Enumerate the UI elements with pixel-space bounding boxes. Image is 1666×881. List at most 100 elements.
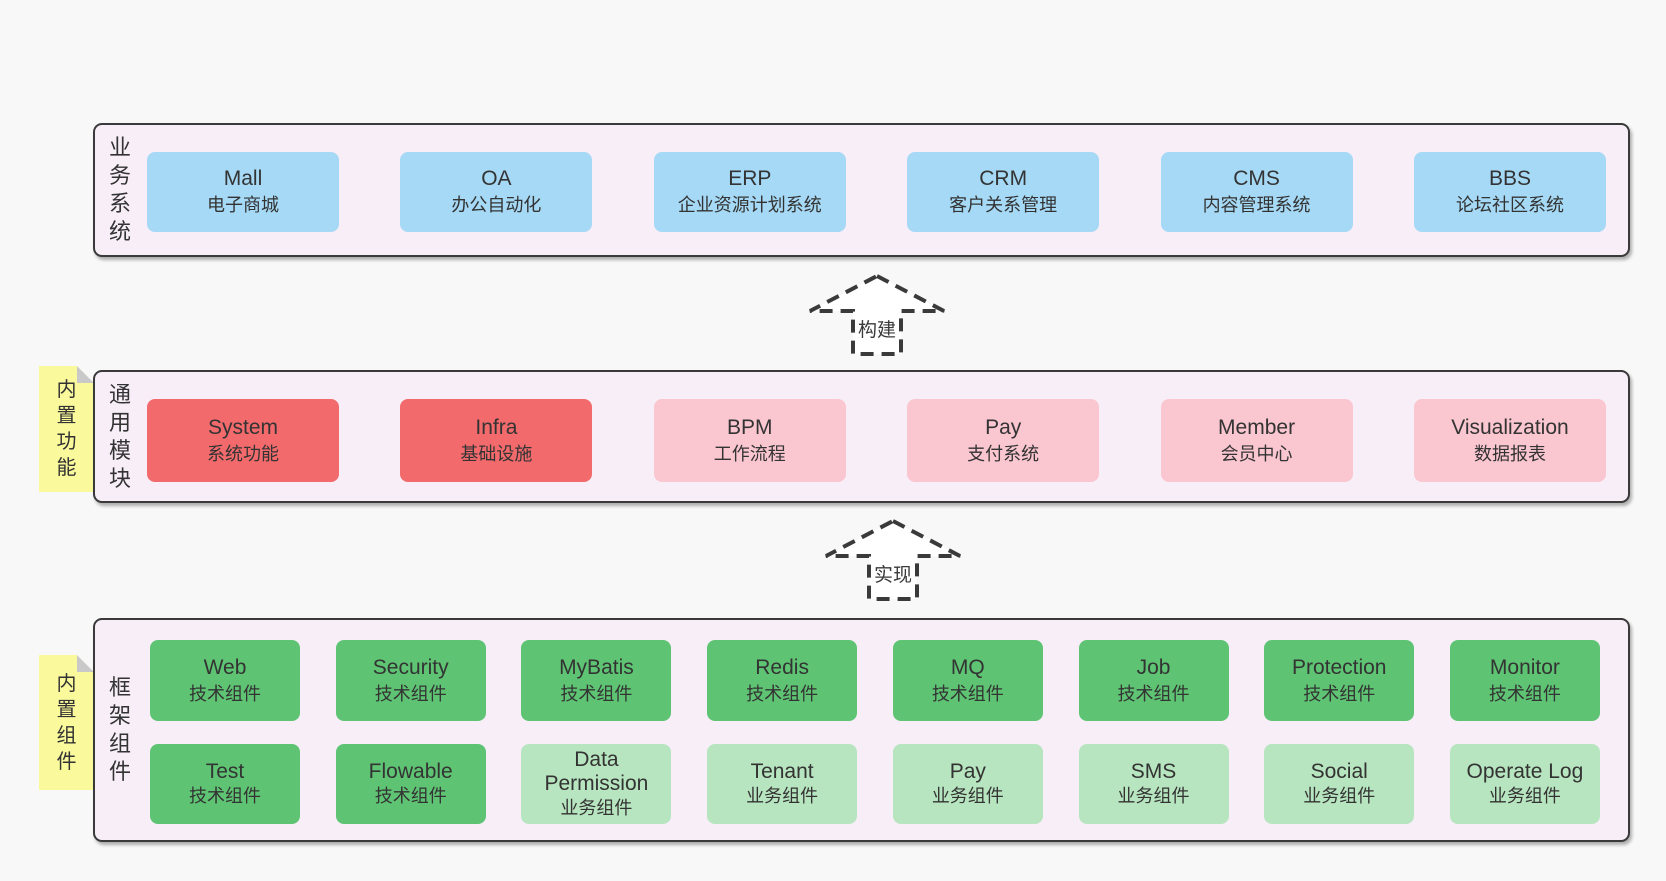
box-title: Security — [372, 655, 449, 679]
box-title: CRM — [979, 167, 1028, 190]
box-subtitle: 技术组件 — [1488, 683, 1561, 704]
box-title: SMS — [1130, 760, 1177, 783]
box-subtitle: 工作流程 — [713, 443, 786, 464]
box-subtitle: 技术组件 — [374, 683, 447, 704]
modules-boxes-row: System 系统功能 Infra 基础设施 BPM 工作流程 Pay 支付系统… — [147, 399, 1606, 482]
box-cms: CMS 内容管理系统 — [1160, 152, 1353, 232]
tag-label: 内置组件 — [56, 672, 77, 773]
box-title: Protection — [1291, 655, 1387, 679]
box-title: Tenant — [750, 760, 814, 783]
box-title: Web — [203, 655, 247, 679]
box-visualization: Visualization 数据报表 — [1413, 399, 1606, 482]
box-social: Social 业务组件 — [1264, 744, 1415, 824]
box-title: BPM — [727, 415, 773, 439]
box-subtitle: 客户关系管理 — [949, 195, 1058, 215]
box-subtitle: 业务组件 — [746, 786, 819, 806]
box-subtitle: 会员中心 — [1220, 443, 1293, 464]
box-test: Test 技术组件 — [150, 744, 300, 824]
box-pay-component: Pay 业务组件 — [892, 744, 1043, 824]
box-title: Redis — [755, 655, 809, 679]
box-subtitle: 技术组件 — [374, 786, 447, 806]
box-title: Monitor — [1489, 655, 1560, 679]
box-title: Flowable — [368, 760, 453, 783]
box-bpm: BPM 工作流程 — [653, 399, 846, 482]
box-subtitle: 业务组件 — [931, 786, 1004, 806]
box-subtitle: 电子商城 — [207, 195, 279, 215]
box-title: MyBatis — [559, 655, 634, 679]
box-tenant: Tenant 业务组件 — [707, 744, 858, 824]
box-subtitle: 技术组件 — [189, 683, 261, 704]
box-title: Pay — [949, 760, 986, 783]
box-security: Security 技术组件 — [335, 640, 486, 721]
box-title: ERP — [728, 167, 772, 190]
box-subtitle: 论坛社区系统 — [1455, 195, 1564, 215]
arrow-up-build: 构建 — [807, 273, 947, 356]
panel-label-components: 框架组件 — [108, 675, 131, 784]
box-title: Member — [1218, 415, 1296, 439]
box-crm: CRM 客户关系管理 — [907, 152, 1100, 232]
box-title: Data Permission — [544, 748, 649, 795]
box-protection: Protection 技术组件 — [1264, 640, 1415, 721]
box-subtitle: 业务组件 — [1488, 786, 1561, 806]
box-subtitle: 技术组件 — [560, 683, 633, 704]
box-erp: ERP 企业资源计划系统 — [653, 152, 846, 232]
box-title: Job — [1136, 655, 1171, 679]
box-member: Member 会员中心 — [1160, 399, 1353, 482]
box-title: Social — [1310, 760, 1368, 783]
components-row-1: Web 技术组件 Security 技术组件 MyBatis 技术组件 Redi… — [150, 640, 1600, 721]
box-system: System 系统功能 — [147, 399, 339, 482]
arrow-up-implement: 实现 — [823, 518, 963, 601]
box-subtitle: 基础设施 — [460, 443, 533, 464]
components-row-2: Test 技术组件 Flowable 技术组件 Data Permission … — [150, 744, 1600, 824]
box-bbs: BBS 论坛社区系统 — [1413, 152, 1606, 232]
box-title: CMS — [1233, 167, 1280, 190]
box-title: BBS — [1488, 167, 1531, 190]
box-subtitle: 办公自动化 — [451, 195, 542, 215]
box-data-permission: Data Permission 业务组件 — [521, 744, 672, 824]
box-subtitle: 企业资源计划系统 — [677, 195, 822, 215]
box-job: Job 技术组件 — [1078, 640, 1229, 721]
box-title: Mall — [223, 167, 263, 190]
box-monitor: Monitor 技术组件 — [1449, 640, 1600, 721]
box-title: OA — [481, 167, 512, 190]
box-subtitle: 业务组件 — [1303, 786, 1376, 806]
box-title: Operate Log — [1466, 760, 1584, 783]
box-title: MQ — [950, 655, 985, 679]
business-systems-panel: 业务系统 Mall 电子商城 OA 办公自动化 ERP 企业资源计划系统 CRM… — [93, 123, 1630, 257]
box-subtitle: 内容管理系统 — [1202, 195, 1311, 215]
panel-label-modules: 通用模块 — [108, 381, 131, 491]
tag-label: 内置功能 — [56, 379, 77, 479]
tag-built-in-components: 内置组件 — [39, 655, 94, 790]
box-subtitle: 技术组件 — [1117, 683, 1190, 704]
box-oa: OA 办公自动化 — [400, 152, 593, 232]
box-sms: SMS 业务组件 — [1078, 744, 1229, 824]
box-title: Visualization — [1451, 415, 1569, 439]
box-infra: Infra 基础设施 — [400, 399, 593, 482]
box-subtitle: 系统功能 — [207, 443, 279, 464]
box-subtitle: 支付系统 — [967, 443, 1040, 464]
panel-label-business: 业务系统 — [108, 135, 131, 244]
box-title: Infra — [475, 415, 518, 439]
box-mybatis: MyBatis 技术组件 — [521, 640, 672, 721]
box-title: Pay — [985, 415, 1022, 439]
box-subtitle: 数据报表 — [1473, 443, 1546, 464]
box-flowable: Flowable 技术组件 — [335, 744, 486, 824]
business-boxes-row: Mall 电子商城 OA 办公自动化 ERP 企业资源计划系统 CRM 客户关系… — [147, 152, 1606, 232]
box-subtitle: 业务组件 — [1117, 786, 1190, 806]
box-subtitle: 技术组件 — [746, 683, 819, 704]
arrow-label-implement: 实现 — [870, 559, 916, 588]
box-pay-module: Pay 支付系统 — [907, 399, 1100, 482]
box-web: Web 技术组件 — [150, 640, 300, 721]
common-modules-panel: 通用模块 System 系统功能 Infra 基础设施 BPM 工作流程 Pay… — [93, 370, 1630, 503]
box-title: System — [207, 415, 278, 439]
arrow-label-build: 构建 — [854, 314, 900, 343]
box-operate-log: Operate Log 业务组件 — [1449, 744, 1600, 824]
framework-components-panel: 框架组件 Web 技术组件 Security 技术组件 MyBatis 技术组件… — [93, 618, 1630, 842]
box-mq: MQ 技术组件 — [892, 640, 1043, 721]
box-subtitle: 技术组件 — [1303, 683, 1376, 704]
box-title: Test — [205, 760, 245, 783]
tag-built-in-features: 内置功能 — [39, 366, 94, 492]
box-subtitle: 技术组件 — [189, 786, 261, 806]
box-redis: Redis 技术组件 — [707, 640, 858, 721]
